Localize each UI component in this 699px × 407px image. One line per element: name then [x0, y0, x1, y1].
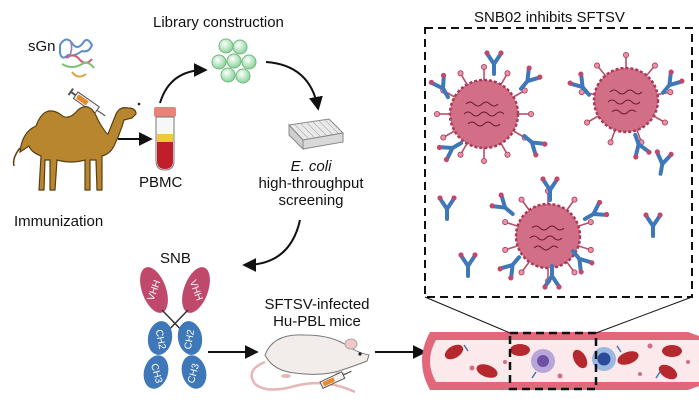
pbmc-label: PBMC [139, 174, 183, 191]
ch2-right-label: CH2 [182, 328, 198, 351]
snb-label: SNB [160, 250, 191, 267]
mice-label: SFTSV-infected Hu-PBL mice [252, 296, 382, 330]
snb-antibody-diagram [140, 267, 210, 389]
ch2-left-label: CH2 [152, 328, 168, 351]
camel-icon [12, 106, 137, 191]
sftsv-virion-icon [433, 63, 535, 165]
library-construction-label: Library construction [153, 14, 284, 31]
immunization-label: Immunization [14, 213, 104, 230]
syringe-mouse-icon [319, 370, 352, 390]
blood-vessel-diagram [422, 331, 699, 391]
well-plate-icon [287, 118, 345, 151]
inset-frame [424, 27, 693, 298]
high-throughput-label: high-throughput [258, 175, 364, 192]
hu-pbl-mice-label: Hu-PBL mice [273, 313, 361, 330]
sftsv-virion-icon [577, 51, 675, 147]
inset-title: SNB02 inhibits SFTSV [474, 9, 625, 26]
syringe-icon [67, 87, 106, 117]
sgn-protein-icon [59, 38, 95, 78]
screening-label: E. coli high-throughput screening [246, 158, 376, 209]
sftsv-virion-icon [501, 187, 595, 285]
sgn-label: sGn [28, 38, 56, 55]
screening-word-label: screening [278, 192, 344, 209]
ecoli-label: E. coli [290, 158, 332, 175]
mouse-icon [250, 334, 370, 394]
sftsv-infected-label: SFTSV-infected [264, 296, 370, 313]
library-beads-icon [211, 38, 257, 84]
pbmc-tube-icon [154, 107, 176, 171]
